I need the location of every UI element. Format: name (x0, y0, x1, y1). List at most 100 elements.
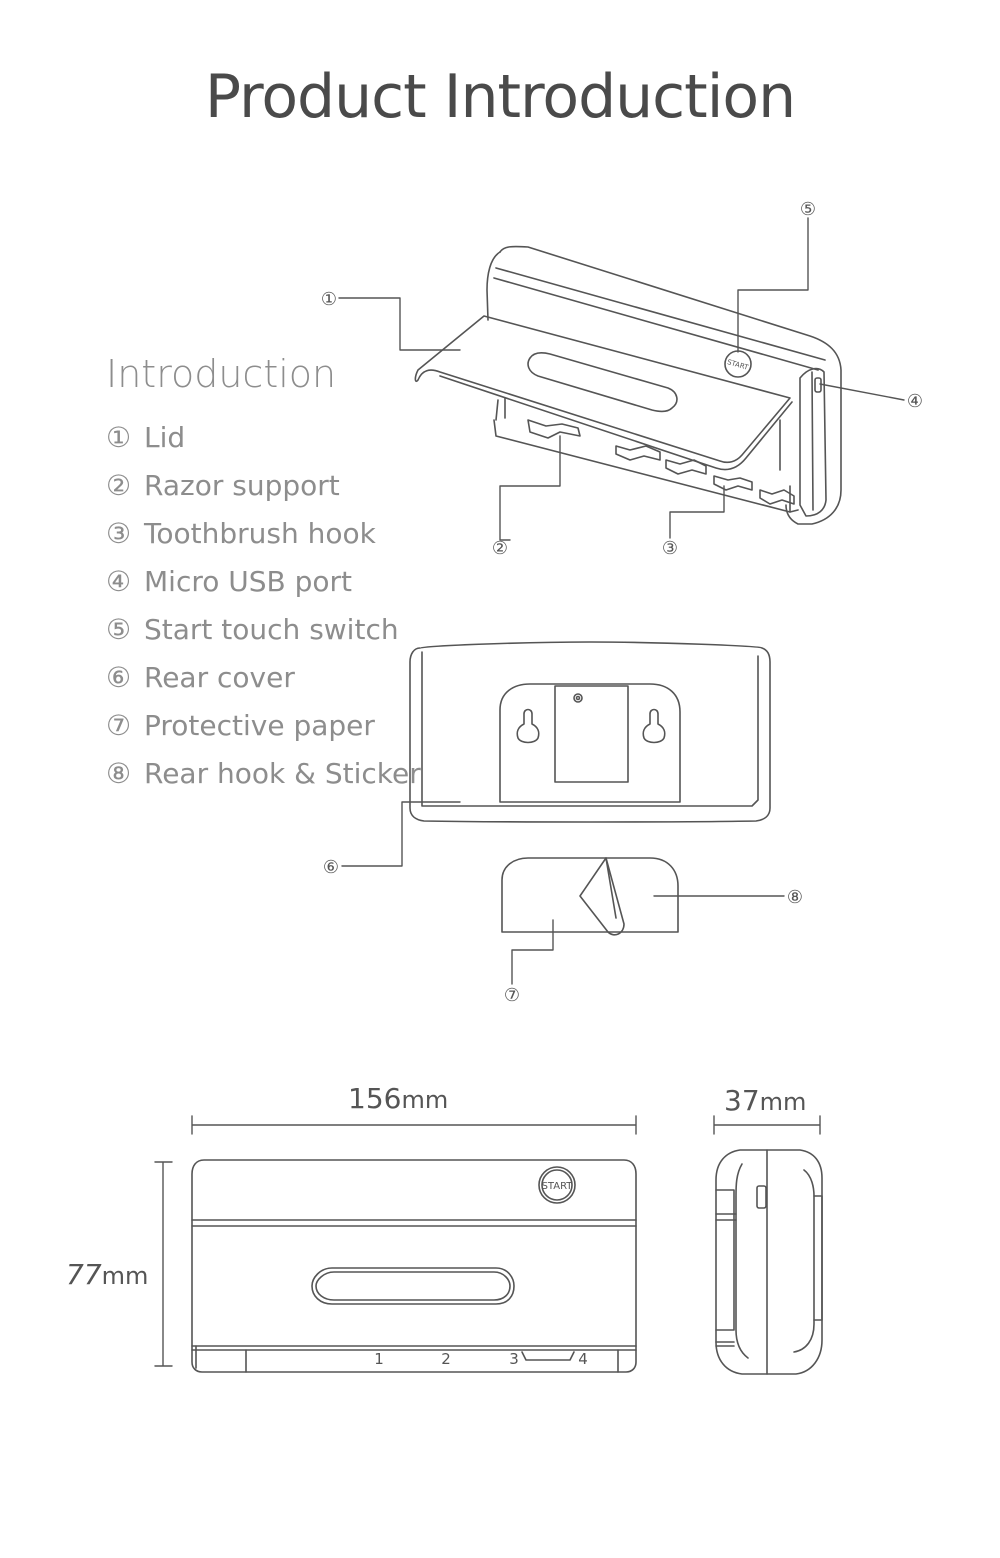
list-item: ⑤ Start touch switch (106, 610, 421, 658)
toothbrush-hook-4 (759, 489, 795, 505)
item-label: Protective paper (144, 709, 375, 742)
toothbrush-hook-1 (615, 445, 661, 461)
intro-heading: Introduction (106, 352, 337, 396)
slot-number-3: 3 (509, 1350, 519, 1368)
device-side-view (715, 1149, 823, 1375)
callout-numbers: ① ② ③ ④ ⑤ ⑥ ⑦ ⑧ (321, 199, 923, 1006)
callout-8: ⑧ (787, 887, 803, 908)
protective-paper-peel (579, 857, 625, 936)
callout-line-1 (338, 297, 461, 351)
callout-3: ③ (662, 538, 678, 559)
callout-line-5 (737, 217, 809, 353)
callout-line-4 (819, 383, 905, 401)
list-item: ④ Micro USB port (106, 562, 421, 610)
callout-lines (338, 217, 905, 985)
device-side-inner (811, 371, 814, 511)
front-start-button-inner (541, 1169, 573, 1201)
device-front-view: START 1 2 3 4 (191, 1159, 637, 1373)
front-window (311, 1267, 515, 1305)
side-front-panel (715, 1189, 735, 1331)
device-top-housing-front (486, 251, 501, 321)
device-perspective-drawing: START (414, 245, 842, 525)
keyhole-left (516, 708, 540, 744)
side-base-edge (715, 1341, 735, 1347)
side-usb-port (756, 1185, 767, 1209)
housing-groove (495, 267, 826, 361)
height-unit: mm (101, 1262, 149, 1290)
front-base-seam (191, 1345, 637, 1351)
item-label: Razor support (144, 469, 340, 502)
lid (414, 315, 791, 464)
item-label: Toothbrush hook (144, 517, 376, 550)
front-start-label: START (542, 1181, 574, 1192)
item-label: Micro USB port (144, 565, 353, 598)
side-back-panel (813, 1195, 823, 1321)
rear-screw-center (575, 695, 581, 701)
item-label: Start touch switch (144, 613, 399, 646)
callout-4: ④ (907, 391, 923, 412)
lid-window (527, 352, 678, 413)
item-number: ① (106, 421, 132, 454)
callout-line-7 (511, 919, 554, 985)
list-item: ① Lid (106, 418, 421, 466)
depth-unit: mm (759, 1088, 807, 1116)
height-value: 77 (66, 1258, 102, 1291)
slot-number-1: 1 (374, 1350, 384, 1368)
height-dimension-label: 77mm (66, 1258, 148, 1291)
slot-number-4: 4 (578, 1350, 588, 1368)
side-lid-edge (715, 1213, 737, 1221)
callout-5: ⑤ (800, 199, 816, 220)
razor-support (527, 419, 581, 439)
start-button-label: START (726, 358, 750, 372)
sticker-outline (501, 857, 679, 933)
list-item: ③ Toothbrush hook (106, 514, 421, 562)
width-unit: mm (401, 1086, 449, 1114)
front-base-step (195, 1345, 619, 1373)
item-number: ② (106, 469, 132, 502)
protective-paper-fold (605, 857, 617, 919)
rear-hook-plate (499, 683, 681, 803)
rear-cover-drawing (409, 641, 771, 823)
item-number: ④ (106, 565, 132, 598)
rear-cover-outline (409, 641, 771, 823)
parts-list: ① Lid ② Razor support ③ Toothbrush hook ④ Mi… (106, 418, 421, 802)
usb-port (814, 377, 822, 393)
page-title: Product Introduction (204, 62, 796, 132)
list-item: ② Razor support (106, 466, 421, 514)
base-tray (493, 419, 799, 513)
tray-back-wall (504, 397, 781, 471)
keyhole-right (642, 708, 666, 744)
device-side-panel (799, 367, 827, 517)
item-label: Lid (144, 421, 186, 454)
item-number: ⑧ (106, 757, 132, 790)
callout-6: ⑥ (323, 857, 339, 878)
front-outline (191, 1159, 637, 1373)
side-inner-front (735, 1163, 749, 1359)
item-label: Rear hook & Sticker (144, 757, 421, 790)
depth-value: 37 (724, 1084, 760, 1117)
lid-edge (439, 375, 793, 471)
callout-line-3 (669, 485, 725, 539)
toothbrush-hook-3 (713, 475, 753, 491)
slot-notch (521, 1351, 575, 1361)
width-value: 156 (348, 1082, 402, 1115)
housing-groove-2 (493, 277, 819, 371)
depth-dimension-label: 37mm (724, 1084, 806, 1117)
dimension-lines (154, 1115, 821, 1367)
item-number: ⑤ (106, 613, 132, 646)
sticker-drawing (501, 857, 679, 936)
base-tray-front (495, 399, 791, 513)
side-inner-back (793, 1169, 815, 1353)
item-number: ⑥ (106, 661, 132, 694)
front-window-inner (315, 1271, 511, 1301)
callout-line-6 (341, 801, 461, 867)
item-number: ③ (106, 517, 132, 550)
callout-1: ① (321, 289, 337, 310)
toothbrush-hook-2 (665, 459, 707, 475)
callout-7: ⑦ (504, 985, 520, 1006)
list-item: ⑧ Rear hook & Sticker (106, 754, 421, 802)
depth-dimension-line (713, 1115, 821, 1135)
front-start-button (538, 1166, 576, 1204)
